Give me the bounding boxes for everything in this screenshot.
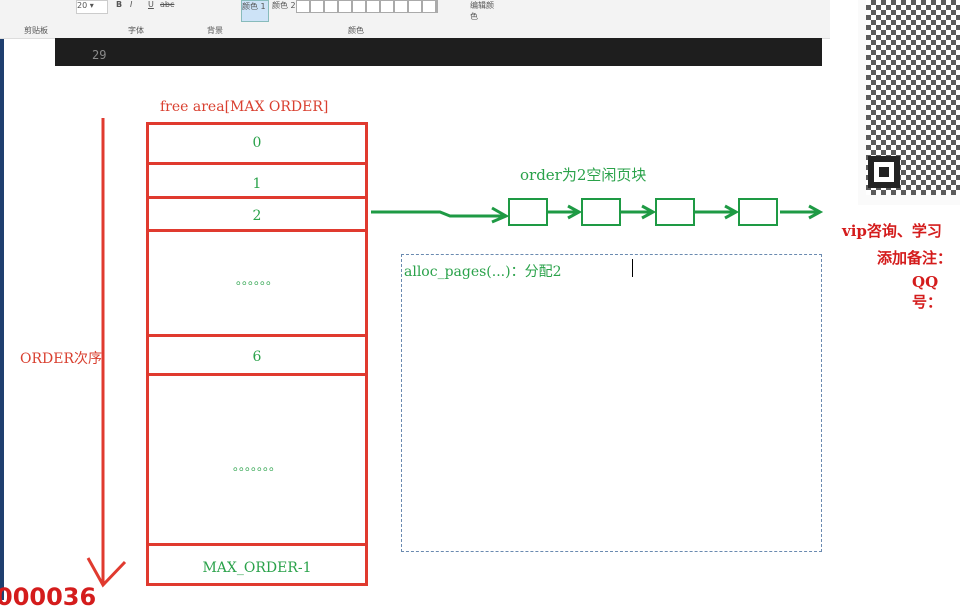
diagram-title: free area[MAX ORDER] xyxy=(160,99,329,115)
group-clipboard: 剪贴板 xyxy=(24,26,48,35)
window-edge xyxy=(0,38,4,600)
row-6: 6 xyxy=(146,334,368,373)
order-arrow xyxy=(86,118,127,588)
page-block xyxy=(508,198,548,226)
font-size-select[interactable]: 20 ▾ xyxy=(76,0,108,14)
order-label: ORDER次序 xyxy=(20,351,103,367)
group-colors: 颜色 xyxy=(348,26,364,35)
color2-label: 颜色 2 xyxy=(272,1,296,10)
text-box[interactable]: alloc_pages(...)：分配2 xyxy=(401,254,822,552)
row-1: 1 xyxy=(146,162,368,196)
ad-line-3: QQ 号： xyxy=(912,273,943,311)
line-number: 29 xyxy=(92,48,107,62)
qr-code xyxy=(858,0,960,205)
row-max-order: MAX_ORDER-1 xyxy=(146,543,368,586)
code-editor-strip: 29 xyxy=(55,38,822,66)
paint-ribbon: 20 ▾ B I U abc 颜色 1 颜色 2 编辑颜色 剪贴板 字体 背景 … xyxy=(0,0,830,39)
free-list-label: order为2空闲页块 xyxy=(520,166,647,184)
edit-colors-button[interactable]: 编辑颜色 xyxy=(470,1,494,21)
row-dots-1: 。。。。。。 xyxy=(146,229,368,334)
font-size-value: 20 xyxy=(77,1,88,10)
ad-line-1: vip咨询、学习 xyxy=(842,222,942,240)
color2-button[interactable]: 颜色 2 xyxy=(272,0,298,11)
row-2: 2 xyxy=(146,196,368,229)
row-dots-2: 。。。。。。。 xyxy=(146,373,368,543)
strike-button[interactable]: abc xyxy=(160,0,175,9)
page-block xyxy=(738,198,778,226)
color1-button[interactable]: 颜色 1 xyxy=(241,0,269,22)
group-font: 字体 xyxy=(128,26,144,35)
group-background: 背景 xyxy=(207,26,223,35)
page-block xyxy=(581,198,621,226)
row-0: 0 xyxy=(146,122,368,162)
ad-line-2: 添加备注： xyxy=(877,249,953,267)
text-cursor xyxy=(632,259,633,277)
underline-button[interactable]: U xyxy=(148,0,154,9)
free-list-arrows xyxy=(371,204,824,224)
page-block xyxy=(655,198,695,226)
text-box-content: alloc_pages(...)：分配2 xyxy=(404,264,562,280)
color1-label: 颜色 1 xyxy=(242,2,266,11)
bottom-number: 000036 xyxy=(0,583,97,611)
italic-button[interactable]: I xyxy=(130,0,133,9)
color-palette[interactable] xyxy=(296,0,438,13)
bold-button[interactable]: B xyxy=(116,0,123,9)
